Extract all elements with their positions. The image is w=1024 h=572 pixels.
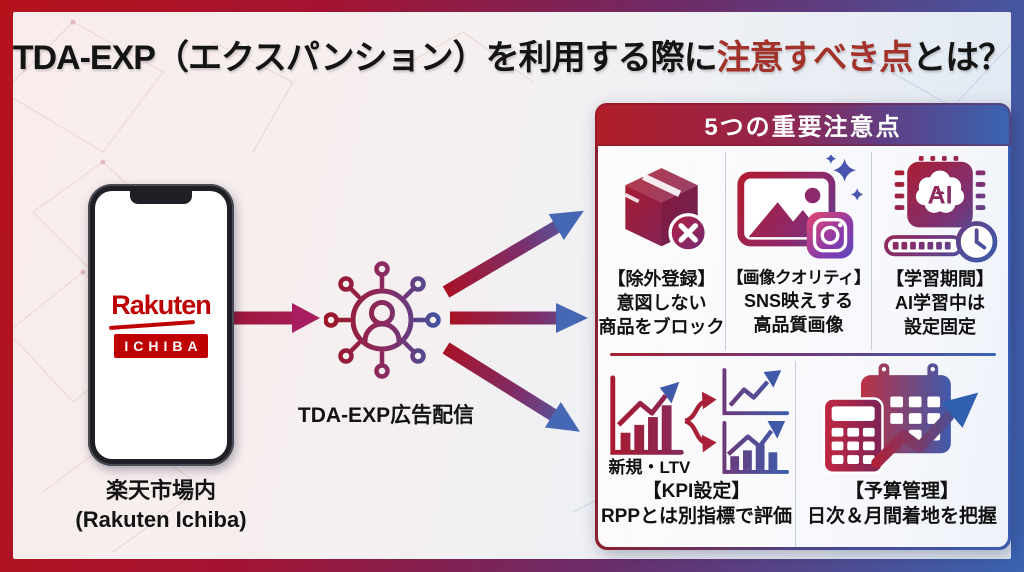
- item-kpi-iconbox: 新規・LTV: [603, 361, 791, 479]
- smartphone-icon: Rakuten ICHIBA: [88, 184, 234, 466]
- item-learning-period-heading: 【学習期間】: [886, 269, 994, 289]
- item-learning-period: AI: [872, 152, 1008, 350]
- panel-row-2: 新規・LTV 【KPI設定】 RPPとは別指標で評価: [598, 360, 1008, 547]
- panel-header: 5つの重要注意点: [595, 103, 1011, 146]
- item-exclusion-heading: 【除外登録】: [607, 269, 716, 289]
- phone-caption-line1: 楽天市場内: [105, 478, 216, 503]
- item-kpi: 新規・LTV 【KPI設定】 RPPとは別指標で評価: [598, 360, 796, 547]
- item-budget-heading: 【予算管理】: [844, 480, 959, 502]
- item-kpi-heading: 【KPI設定】: [642, 480, 751, 502]
- sparkle-icon: [825, 155, 863, 201]
- item-exclusion: 【除外登録】 意図しない 商品をブロック: [598, 152, 726, 350]
- title-suffix: とは？: [912, 39, 1012, 77]
- ai-brain-icon: [915, 170, 965, 213]
- item-image-quality-heading: 【画像クオリティ】: [726, 269, 871, 287]
- item-learning-period-iconbox: AI: [880, 152, 1000, 268]
- item-image-quality-iconbox: [735, 152, 863, 268]
- item-learning-period-line2: 設定固定: [904, 316, 976, 337]
- progress-bar-icon: [884, 235, 964, 257]
- instagram-icon: [806, 211, 853, 259]
- important-points-panel: 5つの重要注意点: [595, 103, 1011, 553]
- ai-chip-clock-icon: AI: [884, 156, 998, 263]
- budget-calendar-icon: [822, 362, 979, 474]
- branch-arrows-icon: [683, 398, 706, 445]
- kpi-charts-icon: [609, 367, 789, 474]
- growth-arrow-icon: [871, 392, 979, 468]
- panel-border: 【除外登録】 意図しない 商品をブロック: [595, 146, 1011, 550]
- item-learning-period-line1: AI学習中は: [895, 292, 985, 313]
- image-quality-icon: [736, 155, 863, 259]
- item-budget-line1: 日次＆月間着地を把握: [806, 505, 997, 527]
- item-exclusion-line2: 商品をブロック: [598, 316, 725, 337]
- item-image-quality-line1: SNS映えする: [743, 290, 853, 311]
- hub-label: TDA-EXP広告配信: [297, 404, 475, 427]
- panel-row-1: 【除外登録】 意図しない 商品をブロック: [598, 152, 1008, 350]
- item-image-quality: 【画像クオリティ】 SNS映えする 高品質画像: [726, 152, 872, 350]
- phone-screen: Rakuten ICHIBA: [95, 191, 227, 459]
- title-highlight: 注意すべき点: [716, 39, 914, 77]
- rakuten-swoosh: [108, 320, 196, 330]
- ichiba-badge: ICHIBA: [114, 334, 208, 358]
- kpi-note-label: 新規・LTV: [608, 457, 691, 477]
- svg-text:AI: AI: [927, 181, 952, 209]
- item-budget: 【予算管理】 日次＆月間着地を把握: [796, 361, 1008, 547]
- row-divider: [610, 353, 996, 356]
- rakuten-logo: Rakuten: [111, 290, 212, 320]
- item-budget-iconbox: [818, 361, 986, 479]
- panel-body: 【除外登録】 意図しない 商品をブロック: [598, 146, 1008, 547]
- clock-icon: [955, 221, 998, 263]
- item-exclusion-iconbox: [612, 152, 712, 268]
- phone-caption: 楽天市場内 (Rakuten Ichiba): [20, 477, 302, 534]
- phone-notch: [130, 191, 192, 204]
- package-block-icon: [623, 168, 708, 253]
- page-title: TDA-EXP（エクスパンション）を利用する際に注意すべき点とは？: [0, 30, 1024, 79]
- calculator-icon: [822, 396, 884, 474]
- block-x-badge-icon: [667, 213, 708, 253]
- phone-caption-line2: (Rakuten Ichiba): [75, 506, 247, 532]
- item-kpi-line1: RPPとは別指標で評価: [600, 505, 793, 527]
- network-distribution-icon: [324, 261, 441, 379]
- title-prefix: TDA-EXP（エクスパンション）を利用する際に: [12, 39, 718, 77]
- item-image-quality-line2: 高品質画像: [753, 314, 844, 335]
- item-exclusion-line1: 意図しない: [616, 292, 707, 313]
